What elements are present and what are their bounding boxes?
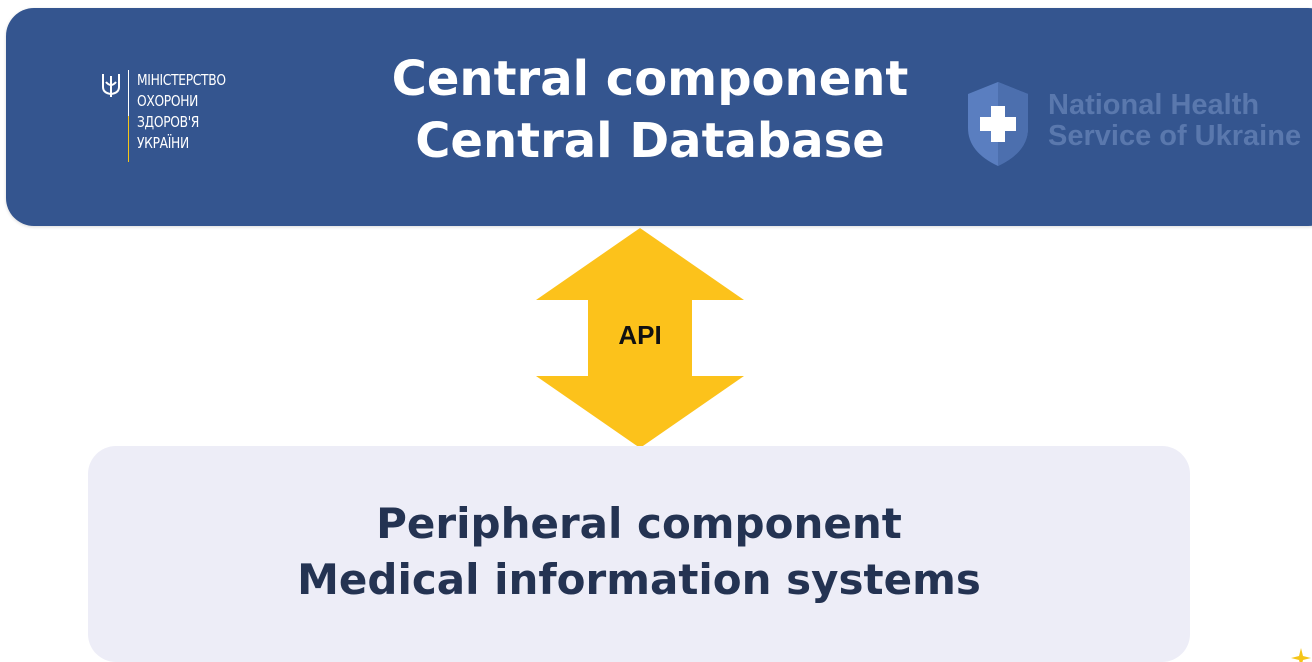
nhsu-name-line: Service of Ukraine [1048,120,1302,152]
peripheral-title-line2: Medical information systems [297,555,981,604]
central-title-line1: Central component [391,51,909,107]
central-component-title: Central component Central Database [340,48,960,172]
nhsu-name: National Health Service of Ukraine [1048,90,1301,152]
logo-divider [128,70,129,162]
peripheral-component-title: Peripheral component Medical information… [88,496,1190,608]
nhsu-name-line: National Health [1048,89,1260,121]
peripheral-title-line1: Peripheral component [376,499,902,548]
central-component-box [6,8,1312,226]
central-title-line2: Central Database [415,113,885,169]
ministry-name-line: МІНІСТЕРСТВО [137,71,226,89]
corner-star-icon [1291,648,1311,662]
ministry-name-line: ОХОРОНИ [137,92,199,110]
ministry-name-line: УКРАЇНИ [137,134,189,152]
nhsu-shield-icon [968,82,1028,166]
ministry-of-health-logo: МІНІСТЕРСТВО ОХОРОНИ ЗДОРОВ'Я УКРАЇНИ [100,70,245,162]
api-double-arrow [536,228,744,448]
trident-icon [102,74,120,97]
ministry-name: МІНІСТЕРСТВО ОХОРОНИ ЗДОРОВ'Я УКРАЇНИ [137,70,226,154]
ministry-name-line: ЗДОРОВ'Я [137,113,200,131]
api-label: API [618,320,662,350]
nhsu-logo: National Health Service of Ukraine [966,80,1301,168]
peripheral-component-box: Peripheral component Medical information… [88,446,1190,662]
